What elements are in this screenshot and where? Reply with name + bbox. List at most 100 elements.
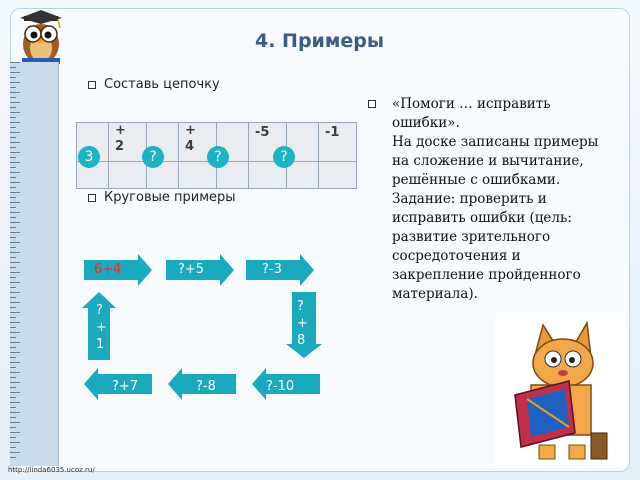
ruler-tick	[10, 212, 20, 213]
ruler-tick	[10, 117, 16, 118]
ruler-tick	[10, 432, 20, 433]
bullet-chain-label: Составь цепочку	[104, 77, 220, 92]
circular-top-3: ?-3	[262, 262, 282, 277]
chain-circle-3: ?	[207, 146, 229, 168]
chain-op-1: + 2	[108, 122, 147, 162]
chain-circle-4: ?	[273, 146, 295, 168]
ruler-tick	[10, 157, 16, 158]
bullet-marker	[88, 193, 96, 202]
ruler-tick	[10, 287, 16, 288]
ruler-tick	[10, 302, 20, 303]
ruler-tick	[10, 412, 20, 413]
ruler-tick	[10, 97, 16, 98]
ruler-tick	[10, 102, 20, 103]
ruler-tick	[10, 427, 16, 428]
ruler-tick	[10, 307, 16, 308]
ruler-tick	[10, 77, 16, 78]
grid-cell	[108, 161, 147, 189]
ruler-tick	[10, 347, 16, 348]
ruler-tick	[10, 227, 16, 228]
ruler-tick	[10, 232, 20, 233]
circular-top-1: 6+4	[94, 262, 122, 277]
ruler-tick	[10, 162, 20, 163]
bullet-marker	[88, 80, 96, 89]
ruler-tick	[10, 272, 20, 273]
ruler-tick	[10, 392, 20, 393]
chain-op-2-label: + 4	[185, 123, 196, 154]
ruler-tick	[10, 337, 16, 338]
chain-op-3-label: -5	[255, 125, 270, 140]
ruler-tick	[10, 367, 16, 368]
arrow-top-2	[166, 254, 234, 286]
circular-arrows	[82, 254, 322, 400]
ruler-tick	[10, 362, 20, 363]
grid-cell	[248, 161, 287, 189]
circular-left: ?+1	[96, 303, 107, 352]
ruler-tick	[10, 237, 16, 238]
ruler-tick	[10, 207, 16, 208]
arrow-bottom-3	[84, 368, 152, 400]
ruler-tick	[10, 382, 20, 383]
arrow-right	[286, 292, 322, 358]
ruler-tick	[10, 277, 16, 278]
ruler-tick	[10, 292, 20, 293]
ruler-tick	[10, 377, 16, 378]
ruler-tick	[10, 452, 20, 453]
ruler-tick	[10, 312, 20, 313]
ruler-tick	[10, 397, 16, 398]
ruler-tick	[10, 197, 16, 198]
bullet-chain: Составь цепочку	[88, 77, 220, 92]
circular-bottom-3: ?+7	[112, 379, 139, 394]
ruler-tick	[10, 352, 20, 353]
ruler-tick	[10, 147, 16, 148]
ruler-tick	[10, 62, 20, 63]
ruler-tick	[10, 182, 20, 183]
ruler-tick	[10, 387, 16, 388]
ruler-tick	[10, 217, 16, 218]
ruler-tick	[10, 112, 20, 113]
ruler-tick	[10, 322, 20, 323]
circular-top-2: ?+5	[178, 262, 205, 277]
chain-op-1-label: + 2	[115, 123, 126, 154]
task-para-1: На доске записаны примеры на сложение и …	[392, 134, 599, 188]
ruler-tick	[10, 107, 16, 108]
bullet-circular: Круговые примеры	[88, 190, 236, 205]
ruler-tick	[10, 407, 16, 408]
ruler-tick	[10, 297, 16, 298]
ruler-tick	[10, 202, 20, 203]
ruler-tick	[10, 192, 20, 193]
chain-op-4: -1	[318, 122, 357, 162]
ruler-tick	[10, 122, 20, 123]
ruler-tick	[10, 247, 16, 248]
ruler-tick	[10, 252, 20, 253]
grid-cell	[318, 161, 357, 189]
footer-url: http://linda6035.ucoz.ru/	[8, 466, 95, 474]
ruler-tick	[10, 262, 20, 263]
circular-bottom-2: ?-8	[196, 379, 216, 394]
ruler-tick	[10, 187, 16, 188]
ruler-tick	[10, 342, 20, 343]
chain-grid: + 2 + 4 -5 -1	[76, 122, 357, 189]
circular-right: ?+8	[297, 299, 308, 348]
ruler-tick	[10, 167, 16, 168]
ruler-tick	[10, 282, 20, 283]
ruler-tick	[10, 222, 20, 223]
grid-cell	[178, 161, 217, 189]
bullet-marker	[368, 100, 376, 108]
task-heading: «Помоги … исправить ошибки».	[392, 96, 551, 131]
ruler-tick	[10, 142, 20, 143]
ruler-tick	[10, 242, 20, 243]
chain-circle-1: 3	[78, 146, 100, 168]
arrow-top-3	[246, 254, 314, 286]
task-description: «Помоги … исправить ошибки». На доске за…	[368, 95, 602, 304]
bullet-circular-label: Круговые примеры	[104, 190, 236, 205]
ruler-tick	[10, 402, 20, 403]
ruler-tick	[10, 137, 16, 138]
ruler-tick	[10, 72, 20, 73]
ruler-tick	[10, 87, 16, 88]
ruler-tick	[10, 267, 16, 268]
ruler-tick	[10, 127, 16, 128]
arrow-top-1	[84, 254, 152, 286]
ruler-tick	[10, 437, 16, 438]
